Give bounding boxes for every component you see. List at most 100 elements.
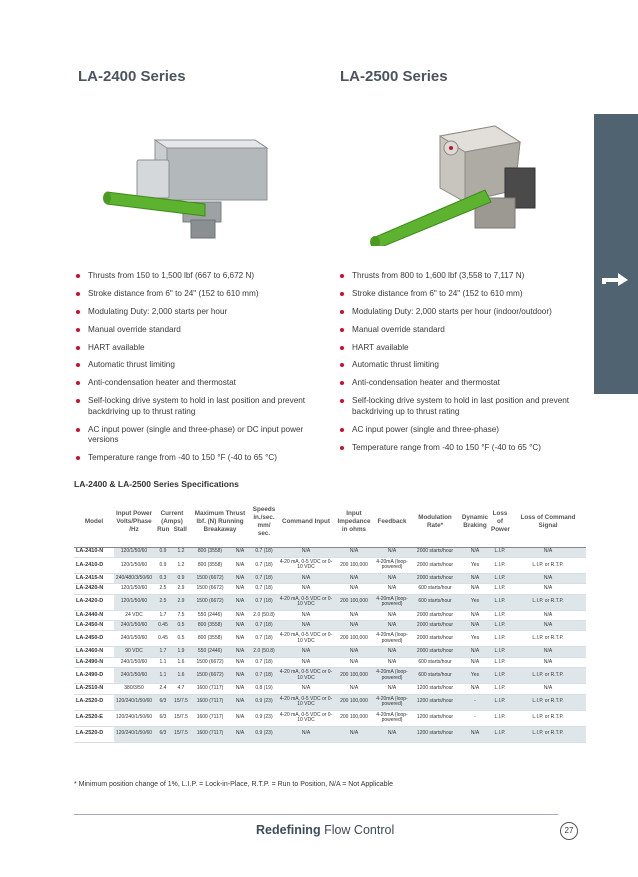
braking-cell: N/A [460,646,490,658]
stall-cell: 0.5 [172,630,190,648]
header-max-thrust-label: Maximum Thrust lbf. (N) Running [194,509,246,525]
modulation-cell: 1200 starts/hour [410,710,460,727]
command-cell: 4-20 mA, 0-5 VDC or 0-10 VDC [278,630,334,648]
loss-power-cell: L.I.P. [490,630,510,648]
power-cell: 120/1/50/60 [114,557,154,574]
loss-command-cell: L.I.P. or R.T.P. [510,694,586,711]
command-cell: N/A [278,610,334,622]
loss-power-cell: L.I.P. [490,683,510,695]
feedback-cell: N/A [374,547,410,558]
header-input-power: Input Power Volts/Phase /Hz [114,497,154,548]
command-cell: N/A [278,573,334,585]
running-cell: 550 (2446) [190,610,230,622]
braking-cell: N/A [460,683,490,695]
speed-cell: 2.0 (50.8) [250,646,278,658]
header-current: Current (Amps) Run Stall [154,497,190,548]
loss-power-cell: L.I.P. [490,620,510,632]
impedance-cell: N/A [334,610,374,622]
modulation-cell: 1200 starts/hour [410,694,460,711]
power-cell: 120/240/1/50/60 [114,726,154,743]
command-cell: N/A [278,683,334,695]
header-dynamic-braking: Dynamic Braking [460,497,490,548]
braking-cell: Yes [460,594,490,611]
modulation-cell: 600 starts/hour [410,667,460,685]
breakaway-cell: N/A [230,726,250,743]
loss-command-cell: L.I.P. or R.T.P. [510,667,586,685]
header-run: Run [157,525,170,533]
feedback-cell: N/A [374,726,410,743]
braking-cell: N/A [460,726,490,743]
loss-command-cell: N/A [510,583,586,595]
power-cell: 380/3/50 [114,683,154,695]
feature-item: Stroke distance from 6" to 24" (152 to 6… [338,289,588,300]
speed-cell: 0.7 (18) [250,657,278,669]
feature-item: Stroke distance from 6" to 24" (152 to 6… [74,289,324,300]
modulation-cell: 1200 starts/hour [410,726,460,743]
running-cell: 1500 (6672) [190,583,230,595]
power-cell: 240/1/50/60 [114,630,154,648]
running-cell: 1600 (7117) [190,683,230,695]
feedback-cell: 4-20mA (loop-powered) [374,694,410,711]
la2500-feature-list: Thrusts from 800 to 1,600 lbf (3,558 to … [338,271,588,460]
impedance-cell: 200 100,000 [334,710,374,727]
loss-power-cell: L.I.P. [490,657,510,669]
run-cell: 6/3 [154,710,172,727]
model-cell: LA-2410-D [74,557,114,574]
model-cell: LA-2420-N [74,583,114,595]
loss-command-cell: L.I.P. or R.T.P. [510,630,586,648]
loss-command-cell: N/A [510,547,586,558]
loss-command-cell: N/A [510,610,586,622]
loss-power-cell: L.I.P. [490,610,510,622]
feature-item: Modulating Duty: 2,000 starts per hour [74,307,324,318]
loss-power-cell: L.I.P. [490,583,510,595]
power-cell: 24 VDC [114,610,154,622]
stall-cell: 1.6 [172,667,190,685]
breakaway-cell: N/A [230,583,250,595]
feature-item: Automatic thrust limiting [74,360,324,371]
model-cell: LA-2420-D [74,594,114,611]
modulation-cell: 2000 starts/hour [410,630,460,648]
run-cell: 1.1 [154,667,172,685]
impedance-cell: N/A [334,683,374,695]
feedback-cell: 4-20mA (loop-powered) [374,667,410,685]
feature-item: AC input power (single and three-phase) [338,425,588,436]
header-command-input: Command Input [278,497,334,548]
modulation-cell: 2000 starts/hour [410,547,460,558]
speed-cell: 0.9 (23) [250,694,278,711]
running-cell: 1500 (6672) [190,573,230,585]
power-cell: 120/1/50/60 [114,547,154,558]
command-cell: N/A [278,620,334,632]
power-cell: 240/480/3/50/60 [114,573,154,585]
braking-cell: - [460,694,490,711]
braking-cell: N/A [460,573,490,585]
feedback-cell: N/A [374,657,410,669]
speed-cell: 0.9 (23) [250,710,278,727]
loss-power-cell: L.I.P. [490,726,510,743]
model-cell: LA-2440-N [74,610,114,622]
header-current-label: Current (Amps) [160,509,184,525]
spec-header-row: Model Input Power Volts/Phase /Hz Curren… [74,497,586,548]
modulation-cell: 1200 starts/hour [410,683,460,695]
running-cell: 1500 (6672) [190,667,230,685]
header-model: Model [74,497,114,548]
impedance-cell: 200 100,000 [334,694,374,711]
run-cell: 0.45 [154,630,172,648]
run-cell: 0.9 [154,547,172,558]
loss-command-cell: L.I.P. or R.T.P. [510,726,586,743]
run-cell: 2.4 [154,683,172,695]
power-cell: 240/1/50/60 [114,667,154,685]
model-cell: LA-2490-N [74,657,114,669]
stall-cell: 2.9 [172,594,190,611]
run-cell: 1.1 [154,657,172,669]
loss-command-cell: N/A [510,620,586,632]
running-cell: 800 (3558) [190,557,230,574]
speed-cell: 0.7 (18) [250,630,278,648]
